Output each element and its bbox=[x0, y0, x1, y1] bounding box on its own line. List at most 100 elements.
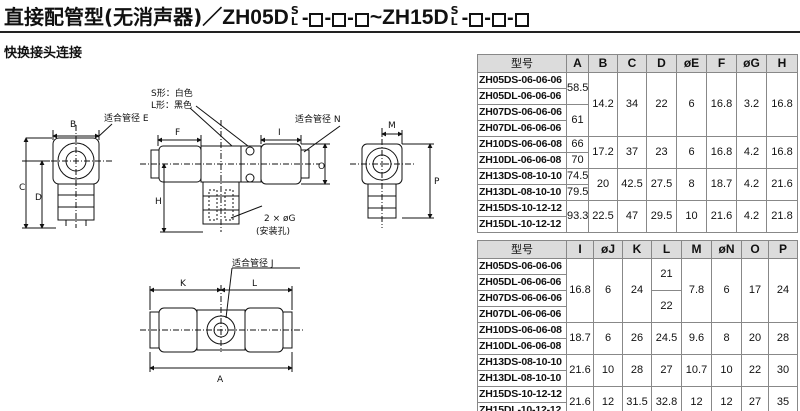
model-cell: ZH15DS-10-12-12 bbox=[477, 386, 567, 403]
value-cell: 24 bbox=[768, 258, 798, 323]
value-cell: 70 bbox=[566, 152, 589, 169]
column-header: øN bbox=[711, 240, 742, 259]
s-shape-label: S形：白色 bbox=[151, 87, 193, 99]
technical-drawing: B 适合管径 E C D S形：白色 L形：黑色 F H I 适合管径 N O … bbox=[0, 55, 475, 411]
title-dash: - bbox=[461, 7, 469, 29]
model-cell: ZH10DL-06-06-08 bbox=[477, 152, 567, 169]
dimension-table-i-p: 型号 I øJ K L M øN O P ZH05DS-06-06-06 16.… bbox=[477, 240, 798, 411]
model-cell: ZH13DS-08-10-10 bbox=[477, 354, 567, 371]
value-cell: 4.2 bbox=[736, 136, 767, 169]
value-cell: 10 bbox=[711, 354, 742, 387]
table-row: ZH10DS-06-06-08 18.7 6 26 24.5 9.6 8 20 … bbox=[477, 322, 798, 355]
table-header-row: 型号 A B C D øE F øG H bbox=[477, 54, 798, 73]
value-cell: 21.8 bbox=[766, 200, 798, 233]
left-side-view bbox=[22, 123, 113, 229]
value-cell: 24 bbox=[622, 258, 652, 323]
l-shape-label: L形：黑色 bbox=[151, 99, 192, 111]
value-cell: 79.5 bbox=[566, 184, 589, 201]
dim-h-label: H bbox=[155, 197, 162, 207]
value-cell: 42.5 bbox=[617, 168, 647, 201]
value-cell: 16.8 bbox=[766, 136, 798, 169]
fit-tube-e-label: 适合管径 E bbox=[104, 112, 149, 124]
value-cell: 12 bbox=[593, 386, 623, 411]
value-cell: 20 bbox=[741, 322, 769, 355]
column-header: L bbox=[651, 240, 682, 259]
model-cell: ZH07DL-06-06-06 bbox=[477, 120, 567, 137]
value-cell: 27 bbox=[651, 354, 682, 387]
title-dash: - bbox=[506, 7, 514, 29]
title-tilde: ~ bbox=[369, 6, 383, 29]
model-cell: ZH15DL-10-12-12 bbox=[477, 216, 567, 233]
table-header-row: 型号 I øJ K L M øN O P bbox=[477, 240, 798, 259]
value-cell: 47 bbox=[617, 200, 647, 233]
value-cell: 29.5 bbox=[646, 200, 677, 233]
value-cell: 93.3 bbox=[566, 200, 589, 233]
title-placeholder-box bbox=[309, 13, 324, 27]
dim-m-label: M bbox=[388, 121, 396, 131]
value-cell: 27.5 bbox=[646, 168, 677, 201]
title-placeholder-box bbox=[469, 13, 484, 27]
table-row: ZH10DL-06-06-08 70 bbox=[477, 152, 798, 169]
value-cell: 20 bbox=[588, 168, 618, 201]
title-placeholder-box bbox=[491, 13, 506, 27]
model-cell: ZH15DL-10-12-12 bbox=[477, 402, 567, 411]
column-header: D bbox=[646, 54, 677, 73]
column-header: H bbox=[766, 54, 798, 73]
table-row: ZH15DS-10-12-12 93.3 22.5 47 29.5 10 21.… bbox=[477, 200, 798, 233]
dimension-table-a-h: 型号 A B C D øE F øG H ZH05DS-06-06-06 58.… bbox=[477, 54, 798, 233]
value-cell: 4.2 bbox=[736, 200, 767, 233]
dim-c-label: C bbox=[19, 183, 25, 193]
value-cell: 10.7 bbox=[681, 354, 712, 387]
table-row: ZH13DS-08-10-10 21.6 10 28 27 10.7 10 22… bbox=[477, 354, 798, 387]
drawing-svg: B 适合管径 E C D S形：白色 L形：黑色 F H I 适合管径 N O … bbox=[19, 87, 440, 385]
model-cell: ZH10DS-06-06-08 bbox=[477, 322, 567, 339]
value-cell: 17.2 bbox=[588, 136, 618, 169]
column-header: øG bbox=[736, 54, 767, 73]
fit-tube-n-label: 适合管径 N bbox=[295, 113, 341, 125]
value-cell: 66 bbox=[566, 136, 589, 153]
value-cell: 28 bbox=[768, 322, 798, 355]
table-row: ZH15DL-10-12-12 bbox=[477, 402, 798, 411]
dim-b-label: B bbox=[70, 120, 76, 130]
value-cell: 4.2 bbox=[736, 168, 767, 201]
value-cell: 3.2 bbox=[736, 72, 767, 137]
value-cell: 37 bbox=[617, 136, 647, 169]
title-model-b: ZH15D bbox=[382, 6, 449, 29]
dim-i-label: I bbox=[278, 128, 281, 138]
table-row: ZH13DS-08-10-10 74.5 20 42.5 27.5 8 18.7… bbox=[477, 168, 798, 201]
model-cell: ZH15DS-10-12-12 bbox=[477, 200, 567, 217]
dim-a-label: A bbox=[217, 375, 224, 385]
value-cell: 21 bbox=[651, 258, 682, 291]
value-cell: 8 bbox=[676, 168, 707, 201]
dim-k-label: K bbox=[180, 279, 187, 289]
value-cell: 6 bbox=[711, 258, 742, 323]
section-subtitle: 快换接头连接 bbox=[4, 46, 83, 61]
table-row: ZH07DL-06-06-06 bbox=[477, 120, 798, 137]
dim-l-label: L bbox=[252, 279, 257, 289]
model-cell: ZH07DS-06-06-06 bbox=[477, 290, 567, 307]
table-row: ZH07DL-06-06-06 bbox=[477, 306, 798, 323]
value-cell: 18.7 bbox=[706, 168, 737, 201]
bottom-view bbox=[140, 267, 305, 372]
value-cell: 14.2 bbox=[588, 72, 618, 137]
model-cell: ZH10DL-06-06-08 bbox=[477, 338, 567, 355]
value-cell: 17 bbox=[741, 258, 769, 323]
right-side-view bbox=[350, 128, 434, 228]
table-row: ZH05DS-06-06-06 58.5 14.2 34 22 6 16.8 3… bbox=[477, 72, 798, 137]
dim-f-label: F bbox=[175, 128, 180, 138]
model-cell: ZH05DS-06-06-06 bbox=[477, 258, 567, 275]
model-cell: ZH10DS-06-06-08 bbox=[477, 136, 567, 153]
fit-tube-j-label: 适合管径 J bbox=[232, 257, 274, 269]
value-cell: 18.7 bbox=[566, 322, 594, 355]
model-cell: ZH13DL-08-10-10 bbox=[477, 184, 567, 201]
value-cell: 35 bbox=[768, 386, 798, 411]
dim-p-label: P bbox=[434, 177, 440, 187]
value-cell: 30 bbox=[768, 354, 798, 387]
value-cell: 7.8 bbox=[681, 258, 712, 323]
value-cell: 6 bbox=[676, 72, 707, 137]
model-cell: ZH05DL-06-06-06 bbox=[477, 274, 567, 291]
title-dash: - bbox=[301, 7, 309, 29]
value-cell: 22 bbox=[741, 354, 769, 387]
title-prefix: 直接配管型(无消声器)／ bbox=[4, 5, 223, 29]
